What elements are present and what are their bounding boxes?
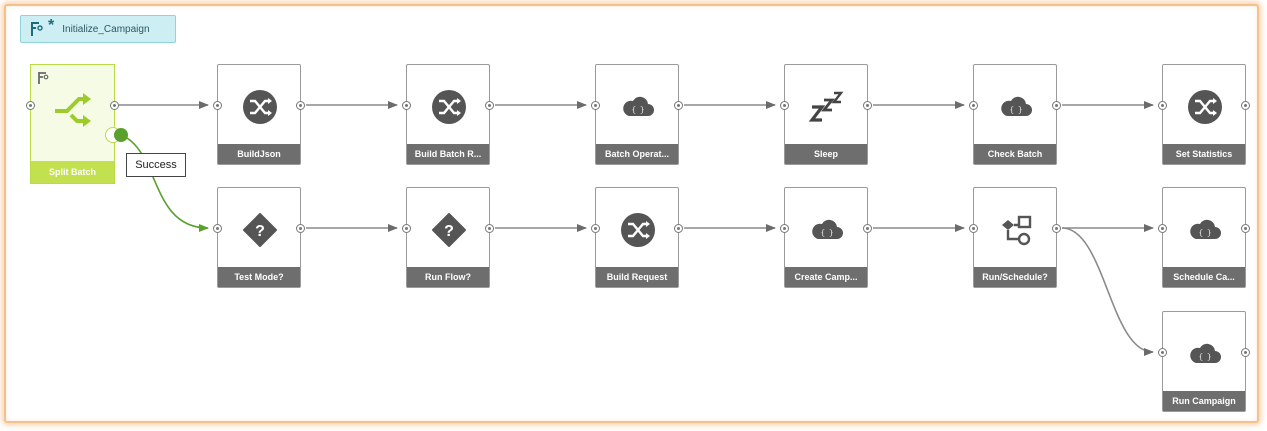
svg-text:?: ? (255, 223, 265, 240)
output-port[interactable] (674, 101, 683, 110)
input-port[interactable] (780, 224, 789, 233)
output-port[interactable] (1052, 101, 1061, 110)
shuffle-icon (432, 90, 466, 124)
decision-icon: ? (432, 213, 466, 247)
input-port[interactable] (591, 224, 600, 233)
input-port[interactable] (402, 101, 411, 110)
node-run-flow[interactable]: ? Run Flow? (402, 187, 494, 288)
node-label: Set Statistics (1163, 144, 1245, 164)
sleep-zzz-icon (809, 91, 844, 122)
node-label: Split Batch (31, 161, 114, 183)
node-test-mode[interactable]: ? Test Mode? (213, 187, 305, 288)
shuffle-icon (621, 213, 655, 247)
node-build-request[interactable]: Build Request (591, 187, 683, 288)
node-build-batch-r[interactable]: Build Batch R... (402, 64, 494, 165)
output-port[interactable] (296, 224, 305, 233)
cloud-icon: { } (812, 219, 843, 239)
output-port[interactable] (1241, 348, 1250, 357)
svg-text:{ }: { } (1010, 107, 1023, 115)
input-port[interactable] (1158, 101, 1167, 110)
cloud-icon: { } (1001, 96, 1032, 116)
node-label: Test Mode? (218, 267, 300, 287)
svg-text:{ }: { } (821, 230, 834, 238)
input-port[interactable] (26, 101, 35, 110)
node-label: BuildJson (218, 144, 300, 164)
svg-text:{ }: { } (632, 107, 645, 115)
node-create-camp[interactable]: { } Create Camp... (780, 187, 872, 288)
node-label: Check Batch (974, 144, 1056, 164)
flow-title: Initialize_Campaign (62, 23, 150, 35)
wire-success (120, 134, 209, 232)
cloud-icon: { } (1190, 343, 1221, 363)
output-port[interactable] (485, 224, 494, 233)
decision-icon: ? (243, 213, 277, 247)
node-run-campaign[interactable]: { } Run Campaign (1158, 311, 1250, 412)
node-batch-operat[interactable]: { } Batch Operat... (591, 64, 683, 165)
svg-text:{ }: { } (1199, 230, 1212, 238)
success-tooltip: Success (126, 153, 186, 177)
cloud-icon: { } (1190, 219, 1221, 239)
flow-icon (31, 22, 43, 36)
node-label: Create Camp... (785, 267, 867, 287)
node-label: Schedule Ca... (1163, 267, 1245, 287)
svg-text:{ }: { } (1199, 354, 1212, 362)
output-port[interactable] (1241, 101, 1250, 110)
flow-title-tag[interactable]: * Initialize_Campaign (20, 15, 176, 43)
split-batch-node[interactable]: Split Batch (26, 64, 121, 184)
node-label: Batch Operat... (596, 144, 678, 164)
node-schedule-ca[interactable]: { } Schedule Ca... (1158, 187, 1250, 288)
split-icon (55, 93, 91, 127)
input-port[interactable] (780, 101, 789, 110)
input-port[interactable] (1158, 224, 1167, 233)
output-port[interactable] (863, 101, 872, 110)
branch-icon (1002, 215, 1032, 246)
shuffle-icon (243, 90, 277, 124)
shuffle-icon (1188, 90, 1222, 124)
input-port[interactable] (969, 101, 978, 110)
output-port[interactable] (110, 101, 119, 110)
node-run-schedule[interactable]: Run/Schedule? (969, 187, 1061, 288)
wire-to-run-campaign (1061, 227, 1154, 356)
output-port[interactable] (1052, 224, 1061, 233)
node-label: Build Batch R... (407, 144, 489, 164)
node-label: Build Request (596, 267, 678, 287)
modified-marker: * (48, 17, 55, 34)
input-port[interactable] (213, 224, 222, 233)
cloud-icon: { } (623, 96, 654, 116)
output-port[interactable] (296, 101, 305, 110)
input-port[interactable] (213, 101, 222, 110)
input-port[interactable] (591, 101, 600, 110)
node-set-statistics[interactable]: Set Statistics (1158, 64, 1250, 165)
input-port[interactable] (1158, 348, 1167, 357)
success-port[interactable] (114, 128, 128, 142)
node-check-batch[interactable]: { } Check Batch (969, 64, 1061, 165)
output-port[interactable] (674, 224, 683, 233)
input-port[interactable] (969, 224, 978, 233)
output-port[interactable] (1241, 224, 1250, 233)
node-label: Run Flow? (407, 267, 489, 287)
node-label: Sleep (785, 144, 867, 164)
flow-corner-icon (38, 72, 49, 84)
output-port[interactable] (485, 101, 494, 110)
node-label: Run/Schedule? (974, 267, 1056, 287)
node-buildjson[interactable]: BuildJson (213, 64, 305, 165)
output-port[interactable] (863, 224, 872, 233)
node-label: Run Campaign (1163, 391, 1245, 411)
input-port[interactable] (402, 224, 411, 233)
svg-text:?: ? (444, 223, 454, 240)
node-sleep[interactable]: Sleep (780, 64, 872, 165)
